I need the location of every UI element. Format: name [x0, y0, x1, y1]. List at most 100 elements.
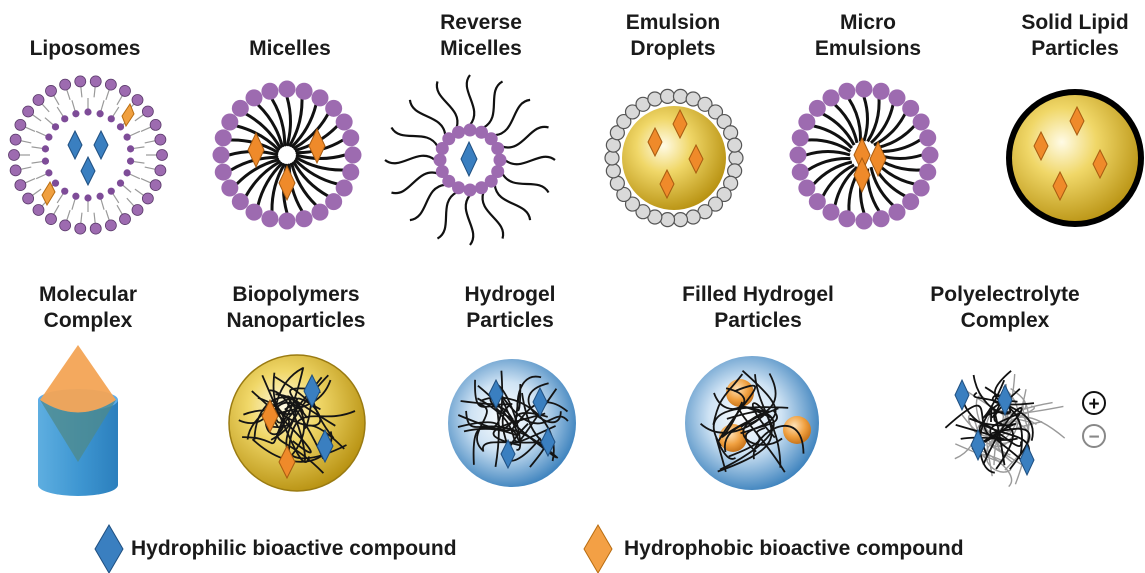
surfactant-headgroup: [434, 154, 447, 167]
surfactant-headgroup: [232, 100, 249, 117]
lipid-headgroup: [75, 76, 86, 87]
lipid-headgroup: [120, 85, 131, 96]
surfactant-headgroup: [809, 100, 826, 117]
surfactant-headgroup: [232, 193, 249, 210]
lipid-headgroup: [155, 134, 166, 145]
surfactant-headgroup: [345, 147, 362, 164]
surfactant-headgroup: [823, 89, 840, 106]
surfactant-tail: [437, 192, 456, 238]
lipid-headgroup: [90, 223, 101, 234]
surfactant-headgroup: [494, 154, 507, 167]
lipid-headgroup: [61, 115, 68, 122]
surfactant-headgroup: [838, 83, 855, 100]
micro-emulsion-illustration: [790, 81, 939, 230]
emulsifier-headgroup: [673, 89, 687, 103]
surfactant-headgroup: [261, 210, 278, 227]
lipid-headgroup: [90, 76, 101, 87]
surfactant-headgroup: [279, 213, 296, 230]
surfactant-headgroup: [889, 89, 906, 106]
lipid-headgroup: [108, 115, 115, 122]
surfactant-headgroup: [856, 81, 873, 98]
lipid-headgroup: [105, 79, 116, 90]
surfactant-headgroup: [913, 180, 930, 197]
legend-hydrophilic-label: Hydrophilic bioactive compound: [131, 537, 457, 561]
surfactant-headgroup: [246, 89, 263, 106]
surfactant-tail: [391, 127, 437, 146]
molecular-complex-hydrophobic-cone: [40, 345, 116, 413]
surfactant-headgroup: [215, 164, 232, 181]
surfactant-tail: [483, 81, 502, 127]
emulsifier-headgroup: [606, 164, 620, 178]
surfactant-headgroup: [279, 81, 296, 98]
surfactant-headgroup: [261, 83, 278, 100]
surfactant-headgroup: [913, 114, 930, 131]
emulsifier-headgroup: [729, 151, 743, 165]
filled-hydrogel-particle-illustration: [685, 356, 819, 490]
surfactant-tail: [871, 105, 893, 143]
surfactant-tail: [835, 167, 857, 205]
surfactant-headgroup: [823, 204, 840, 221]
positive-charge-symbol: +: [1088, 394, 1099, 415]
lipid-headgroup: [150, 180, 161, 191]
lipid-headgroup: [75, 223, 86, 234]
emulsifier-headgroup: [661, 89, 675, 103]
emulsifier-headgroup: [686, 210, 700, 224]
surfactant-headgroup: [475, 181, 488, 194]
surfactant-headgroup: [436, 165, 449, 178]
lipid-headgroup: [84, 108, 91, 115]
lipid-headgroup: [127, 145, 134, 152]
reverse-micelle-illustration: [385, 75, 555, 245]
lipid-headgroup: [105, 220, 116, 231]
surfactant-headgroup: [325, 193, 342, 210]
surfactant-tail: [467, 75, 475, 125]
surfactant-headgroup: [296, 83, 313, 100]
emulsifier-headgroup: [648, 92, 662, 106]
lipid-headgroup: [42, 145, 49, 152]
surfactant-tail: [483, 192, 504, 238]
surfactant-headgroup: [312, 204, 329, 221]
lipid-headgroup: [45, 169, 52, 176]
surfactant-headgroup: [215, 129, 232, 146]
emulsifier-headgroup: [605, 151, 619, 165]
lipid-headgroup: [60, 220, 71, 231]
lipid-headgroup: [150, 119, 161, 130]
surfactant-tail: [495, 100, 530, 135]
lipid-headgroup: [15, 180, 26, 191]
molecular-complex-illustration: [38, 345, 118, 496]
surfactant-headgroup: [856, 213, 873, 230]
lipid-headgroup: [120, 214, 131, 225]
lipid-headgroup: [132, 95, 143, 106]
surfactant-headgroup: [221, 180, 238, 197]
surfactant-headgroup: [889, 204, 906, 221]
emulsifier-headgroup: [673, 213, 687, 227]
surfactant-tail: [806, 152, 850, 156]
lipid-headgroup: [124, 169, 131, 176]
surfactant-headgroup: [464, 124, 477, 137]
lipid-headgroup: [9, 150, 20, 161]
reverse-micelle-hydrophilic-diamond: [461, 142, 477, 176]
surfactant-headgroup: [790, 147, 807, 164]
surfactant-tail: [505, 157, 555, 165]
lipid-headgroup: [10, 134, 21, 145]
surfactant-headgroup: [342, 164, 359, 181]
micelle-illustration: [213, 81, 362, 230]
legend-hydrophilic-diamond-icon: [95, 525, 123, 573]
surfactant-headgroup: [919, 129, 936, 146]
lipid-headgroup: [52, 123, 59, 130]
surfactant-headgroup: [798, 180, 815, 197]
polyelectrolyte-complex-illustration: + −: [945, 371, 1105, 487]
emulsion-droplet-illustration: [605, 89, 743, 226]
legend-hydrophobic-label: Hydrophobic bioactive compound: [624, 537, 964, 561]
surfactant-tail: [287, 97, 291, 146]
surfactant-tail: [502, 127, 548, 148]
surfactant-headgroup: [246, 204, 263, 221]
surfactant-headgroup: [342, 129, 359, 146]
lipid-headgroup: [23, 106, 34, 117]
polyelectrolyte-hydrophilic-diamond-1: [955, 380, 969, 410]
surfactant-headgroup: [325, 100, 342, 117]
surfactant-headgroup: [452, 126, 465, 139]
lipid-headgroup: [33, 95, 44, 106]
surfactant-headgroup: [464, 184, 477, 197]
surfactant-headgroup: [213, 147, 230, 164]
